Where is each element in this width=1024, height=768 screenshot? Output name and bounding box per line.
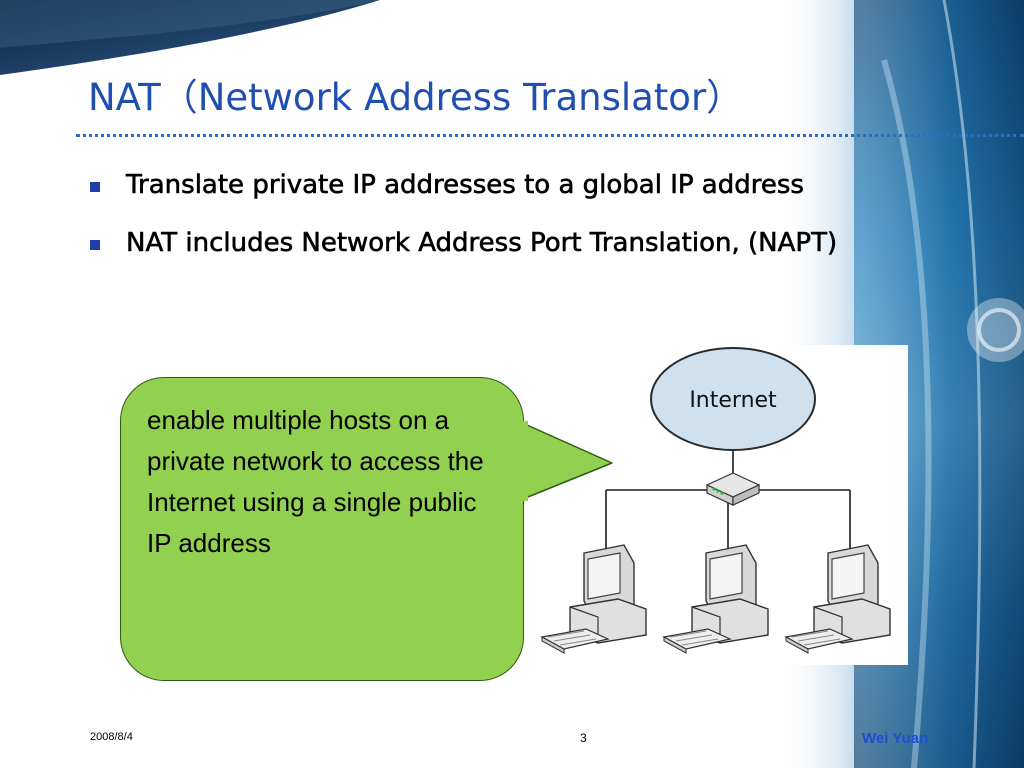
square-bullet-icon	[90, 240, 100, 250]
footer-date: 2008/8/4	[90, 731, 133, 743]
bullet-item: Translate private IP addresses to a glob…	[88, 162, 948, 208]
computer-icon	[784, 544, 891, 654]
callout-seam	[518, 421, 528, 501]
callout-box: enable multiple hosts on a private netwo…	[120, 377, 524, 681]
title-divider	[76, 134, 1024, 137]
bullet-item: NAT includes Network Address Port Transl…	[88, 220, 948, 266]
square-bullet-icon	[90, 182, 100, 192]
header-decoration	[0, 0, 380, 75]
computer-icon	[662, 544, 769, 654]
internet-label: Internet	[689, 388, 777, 413]
bullet-list: Translate private IP addresses to a glob…	[88, 162, 948, 278]
callout-text: enable multiple hosts on a private netwo…	[147, 405, 484, 558]
slide-title: NAT（Network Address Translator）	[88, 76, 744, 119]
author-name: Wei Yuan	[862, 730, 929, 747]
bullet-text: NAT includes Network Address Port Transl…	[126, 228, 838, 259]
router-icon	[705, 472, 761, 506]
page-number: 3	[580, 731, 587, 745]
bullet-text: Translate private IP addresses to a glob…	[126, 170, 805, 201]
internet-cloud-icon	[650, 347, 816, 451]
network-diagram: Internet	[540, 345, 908, 665]
computer-icon	[540, 544, 647, 654]
